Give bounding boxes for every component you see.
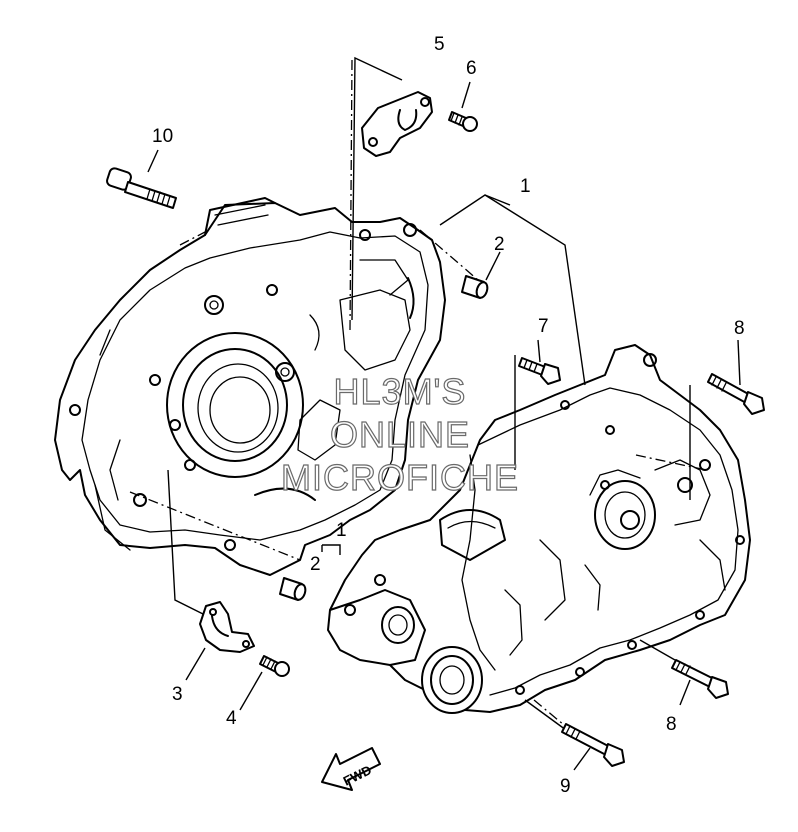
dowel-pin-top <box>461 275 489 299</box>
bearing-retainer-top <box>361 91 433 157</box>
watermark-line-2: ONLINE <box>330 414 470 455</box>
callout-1-left: 1 <box>336 520 347 541</box>
bolt-9 <box>561 723 625 767</box>
bolt-8-bottom <box>671 659 729 699</box>
callout-9: 9 <box>560 776 571 797</box>
watermark: HL3M'S ONLINE MICROFICHE <box>280 370 519 498</box>
callout-8-top: 8 <box>734 318 745 339</box>
callout-labels: 10 5 6 1 2 7 8 1 2 3 4 8 9 <box>152 34 745 797</box>
watermark-line-3: MICROFICHE <box>281 457 519 498</box>
fwd-direction-arrow: FWD <box>321 747 381 791</box>
screw-6 <box>448 111 478 132</box>
callout-2-left: 2 <box>310 554 321 575</box>
callout-1-top: 1 <box>520 176 531 197</box>
screw-4 <box>259 655 290 677</box>
left-crankcase-half <box>54 197 446 576</box>
bolt-10 <box>106 167 177 209</box>
callout-10: 10 <box>152 126 173 147</box>
dowel-pin-left <box>279 577 307 601</box>
callout-7: 7 <box>538 316 549 337</box>
watermark-line-1: HL3M'S <box>334 371 467 412</box>
callout-3: 3 <box>172 684 183 705</box>
callout-8-bottom: 8 <box>666 714 677 735</box>
bearing-retainer-bottom <box>199 601 255 653</box>
leader-lines <box>129 56 741 771</box>
right-crankcase-half <box>327 344 751 714</box>
callout-2-top: 2 <box>494 234 505 255</box>
bolt-8-top <box>707 373 765 415</box>
callout-4: 4 <box>226 708 237 729</box>
bolt-7 <box>518 357 561 385</box>
callout-6: 6 <box>466 58 477 79</box>
callout-5: 5 <box>434 34 445 55</box>
